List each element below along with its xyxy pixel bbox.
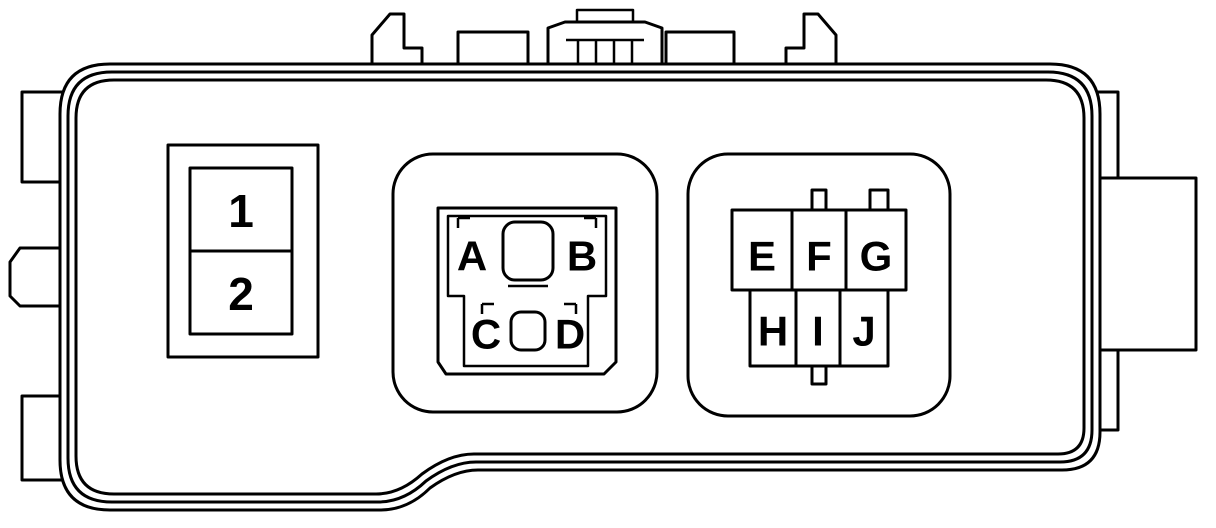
fuse-block — [166, 143, 320, 359]
terminal-g-label: G — [860, 233, 893, 280]
terminal-f-label: F — [806, 233, 832, 280]
fuse-slot-2-label: 2 — [228, 268, 254, 320]
labels: 1 2 A B C D E F G H I J — [228, 185, 892, 358]
terminal-b-label: B — [567, 233, 597, 280]
terminal-j-label: J — [852, 308, 875, 355]
left-tabs — [8, 90, 70, 482]
terminal-i-label: I — [812, 308, 824, 355]
connector-right — [686, 152, 952, 418]
fuse-slot-1-label: 1 — [228, 185, 254, 237]
terminal-e-label: E — [748, 233, 776, 280]
terminal-h-label: H — [758, 308, 788, 355]
terminal-d-label: D — [555, 311, 585, 358]
top-latches — [370, 8, 838, 72]
terminal-a-label: A — [457, 233, 487, 280]
terminal-c-label: C — [471, 311, 501, 358]
connector-left — [391, 152, 659, 414]
